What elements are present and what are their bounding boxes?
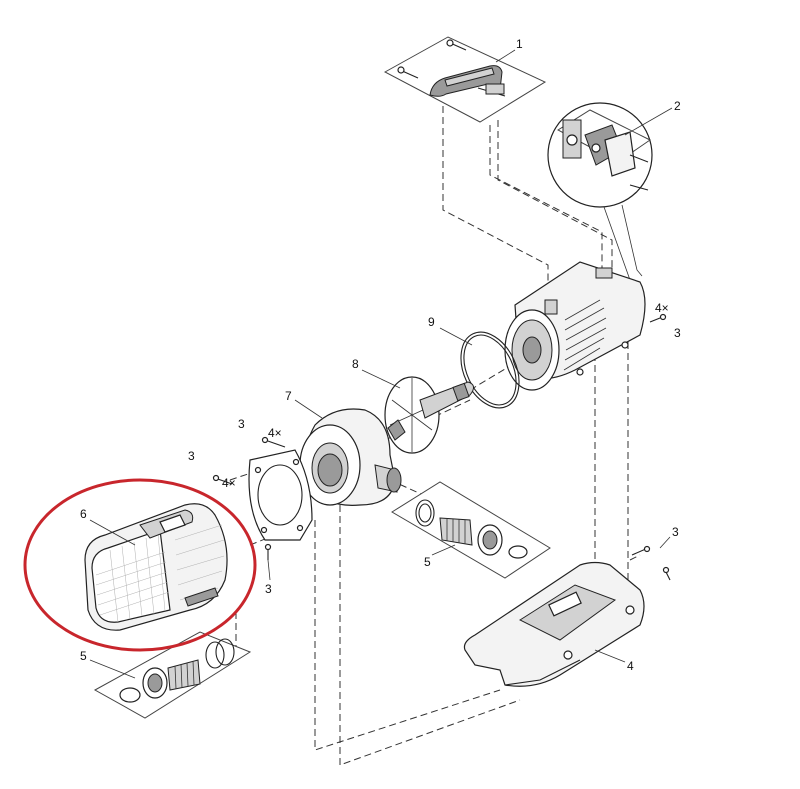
label-part-3-left: 3: [188, 449, 195, 463]
part-7-pump-housing: [299, 408, 402, 506]
part-5-connector-kit-lower: [93, 631, 252, 719]
label-qty-top: 4×: [268, 426, 282, 440]
label-part-3-top: 3: [238, 417, 245, 431]
part-5-connector-kit-upper: [391, 481, 551, 579]
part-6-filter-basket: [84, 503, 228, 631]
highlight-circle: [23, 478, 257, 652]
label-part-5-upper: 5: [424, 555, 431, 569]
part-labels: 1 2 4× 3 9 8 7 3 4× 3 4× 6 3 5 3 4 5: [80, 37, 681, 673]
label-part-3-base: 3: [672, 525, 679, 539]
label-part-4: 4: [627, 659, 634, 673]
label-part-5-lower: 5: [80, 649, 87, 663]
label-qty-left: 4×: [222, 476, 236, 490]
leader-lines: [89, 49, 673, 679]
part-8-rotor: [384, 376, 474, 454]
screws-part-3: [212, 313, 671, 581]
part-1-handle: [383, 36, 547, 123]
label-part-3-bottom: 3: [265, 582, 272, 596]
label-qty-motor: 4×: [655, 301, 669, 315]
part-9-o-ring: [460, 331, 520, 409]
part-2-bracket-detail: [547, 102, 653, 281]
label-part-7: 7: [285, 389, 292, 403]
label-part-1: 1: [516, 37, 523, 51]
label-part-9: 9: [428, 315, 435, 329]
label-part-2: 2: [674, 99, 681, 113]
label-part-3-motor: 3: [674, 326, 681, 340]
gasket-plate: [248, 449, 313, 541]
label-part-8: 8: [352, 357, 359, 371]
label-part-6: 6: [80, 507, 87, 521]
part-4-base-foot: [463, 561, 645, 687]
motor-housing: [504, 261, 646, 391]
